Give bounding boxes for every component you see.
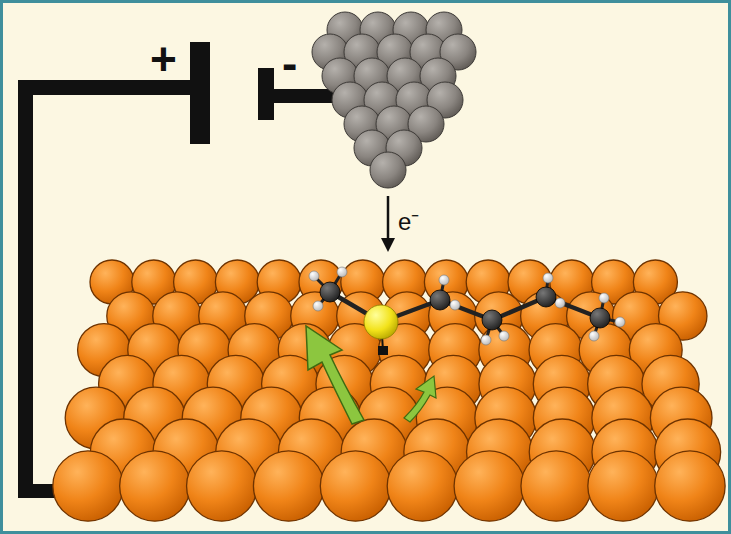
copper-atom <box>387 451 457 521</box>
battery-minus-sign: - <box>282 40 297 86</box>
copper-surface <box>53 260 725 521</box>
copper-atom <box>120 451 190 521</box>
battery-plus-plate <box>190 42 210 144</box>
hydrogen-atom <box>499 331 509 341</box>
carbon-atom <box>590 308 610 328</box>
thioether-molecule <box>309 267 625 355</box>
hydrogen-atom <box>439 275 449 285</box>
copper-atom <box>588 451 658 521</box>
carbon-atom <box>320 282 340 302</box>
copper-atom <box>53 451 123 521</box>
battery-plus-sign: + <box>150 36 177 82</box>
hydrogen-atom <box>589 331 599 341</box>
surface-anchor <box>378 346 388 355</box>
sulfur-atom <box>364 305 398 339</box>
copper-atom <box>454 451 524 521</box>
copper-atom <box>521 451 591 521</box>
carbon-atom <box>430 290 450 310</box>
tip-atom <box>370 152 406 188</box>
hydrogen-atom <box>337 267 347 277</box>
copper-atom <box>655 451 725 521</box>
copper-atom <box>187 451 257 521</box>
hydrogen-atom <box>450 300 460 310</box>
hydrogen-atom <box>313 301 323 311</box>
electron-arrow <box>381 196 395 252</box>
carbon-atom <box>536 287 556 307</box>
hydrogen-atom <box>543 273 553 283</box>
hydrogen-atom <box>309 271 319 281</box>
green-arrows <box>306 326 436 424</box>
hydrogen-atom <box>555 298 565 308</box>
hydrogen-atom <box>481 335 491 345</box>
stm-tip <box>312 12 476 188</box>
hydrogen-atom <box>599 293 609 303</box>
carbon-atom <box>482 310 502 330</box>
electron-label: e⁻ <box>398 210 419 234</box>
copper-atom <box>320 451 390 521</box>
copper-atom <box>253 451 323 521</box>
hydrogen-atom <box>615 317 625 327</box>
